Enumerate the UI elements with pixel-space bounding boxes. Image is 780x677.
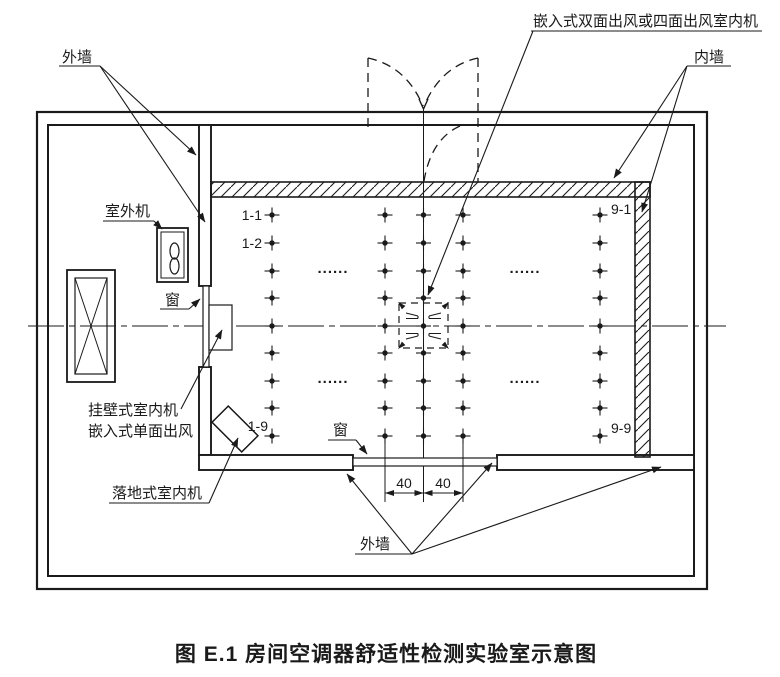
- measurement-point: [416, 263, 431, 279]
- wall-mounted-unit-box: [208, 304, 233, 351]
- grid-ellipsis: ......: [509, 260, 540, 277]
- dim-value-left: 40: [396, 475, 412, 491]
- left-wall-lower: [198, 366, 212, 456]
- label-floor-standing-unit: 落地式室内机: [112, 485, 202, 502]
- floor-standing-unit-box: [210, 404, 260, 454]
- label-window-bottom: 窗: [333, 421, 348, 439]
- grid-ellipsis: ......: [317, 260, 348, 277]
- dimension-40-40: [384, 443, 464, 502]
- measurement-point: [592, 345, 608, 361]
- measurement-point: [264, 373, 280, 389]
- measurement-point: [455, 290, 471, 306]
- measurement-point: [416, 207, 431, 223]
- cassette-louvers: [405, 312, 442, 340]
- point-label-9-9: 9-9: [611, 420, 631, 436]
- bottom-wall-left: [198, 454, 354, 471]
- fan-coil-icon: [169, 257, 180, 275]
- measurement-point: [264, 235, 280, 251]
- measurement-point: [377, 290, 393, 306]
- cassette-corner-arrows: [398, 302, 449, 349]
- outdoor-unit: [156, 227, 189, 283]
- measurement-point: [377, 373, 393, 389]
- left-wall-upper: [198, 124, 212, 287]
- measurement-point-grid: [264, 207, 608, 444]
- inner-walls-hatched: [210, 181, 651, 458]
- label-outer-wall-top: 外墙: [62, 49, 92, 66]
- measurement-point: [416, 373, 431, 389]
- label-wall-mounted-unit: 挂壁式室内机: [88, 402, 178, 419]
- measurement-point: [416, 318, 431, 334]
- measurement-point: [592, 207, 608, 223]
- measurement-point: [455, 235, 471, 251]
- fan-coil-icon: [169, 242, 180, 260]
- inner-wall-top: [210, 181, 651, 198]
- double-door-symbol: [367, 57, 479, 182]
- measurement-point: [455, 428, 471, 444]
- measurement-point: [592, 263, 608, 279]
- measurement-point: [592, 373, 608, 389]
- measurement-point: [592, 318, 608, 334]
- door-meet-arrow: [418, 98, 429, 110]
- x-cross-icon: [74, 277, 108, 375]
- inner-door-swing-arc: [423, 125, 461, 182]
- measurement-point: [264, 345, 280, 361]
- measurement-point: [592, 235, 608, 251]
- measurement-point: [264, 428, 280, 444]
- measurement-point: [264, 290, 280, 306]
- label-inner-wall: 内墙: [694, 49, 724, 66]
- bottom-wall-right: [496, 454, 695, 471]
- measurement-point: [377, 235, 393, 251]
- measurement-point: [377, 345, 393, 361]
- point-label-1-9: 1-9: [248, 418, 268, 434]
- label-outer-wall-bottom: 外墙: [360, 536, 390, 553]
- measurement-point: [264, 263, 280, 279]
- measurement-point: [264, 318, 280, 334]
- measurement-point: [455, 400, 471, 416]
- dim-value-right: 40: [435, 475, 451, 491]
- measurement-point: [416, 400, 431, 416]
- grid-ellipsis: ......: [317, 370, 348, 387]
- measurement-point: [416, 345, 431, 361]
- grid-ellipsis: ......: [509, 370, 540, 387]
- measurement-point: [592, 400, 608, 416]
- measurement-point: [264, 207, 280, 223]
- measurement-point: [455, 263, 471, 279]
- point-label-1-1: 1-1: [242, 207, 262, 223]
- measurement-point: [455, 318, 471, 334]
- leader-lines: [59, 30, 762, 555]
- measurement-point: [264, 400, 280, 416]
- label-window-left: 窗: [165, 291, 180, 309]
- measurement-point: [455, 373, 471, 389]
- label-embedded-single-outlet: 嵌入式单面出风: [88, 423, 193, 440]
- measurement-point: [455, 345, 471, 361]
- measurement-point: [377, 428, 393, 444]
- dimension-arrows: [385, 490, 463, 496]
- bottom-window: [352, 457, 498, 467]
- measurement-point: [377, 207, 393, 223]
- inner-wall-right: [634, 181, 651, 458]
- measurement-point: [592, 428, 608, 444]
- measurement-point: [455, 207, 471, 223]
- label-outdoor-unit: 室外机: [105, 203, 150, 220]
- measurement-point: [377, 318, 393, 334]
- measurement-point: [416, 428, 431, 444]
- measurement-point: [416, 235, 431, 251]
- measurement-point: [592, 290, 608, 306]
- outer-building-wall: [35, 110, 709, 591]
- air-handler-box: [66, 269, 116, 383]
- figure-caption: 图 E.1 房间空调器舒适性检测实验室示意图: [175, 642, 597, 666]
- measurement-point: [377, 263, 393, 279]
- point-label-1-2: 1-2: [242, 235, 262, 251]
- measurement-point: [416, 290, 431, 306]
- measurement-point: [377, 400, 393, 416]
- left-window: [202, 285, 210, 368]
- point-label-9-1: 9-1: [611, 201, 631, 217]
- label-cassette-unit: 嵌入式双面出风或四面出风室内机: [533, 13, 758, 30]
